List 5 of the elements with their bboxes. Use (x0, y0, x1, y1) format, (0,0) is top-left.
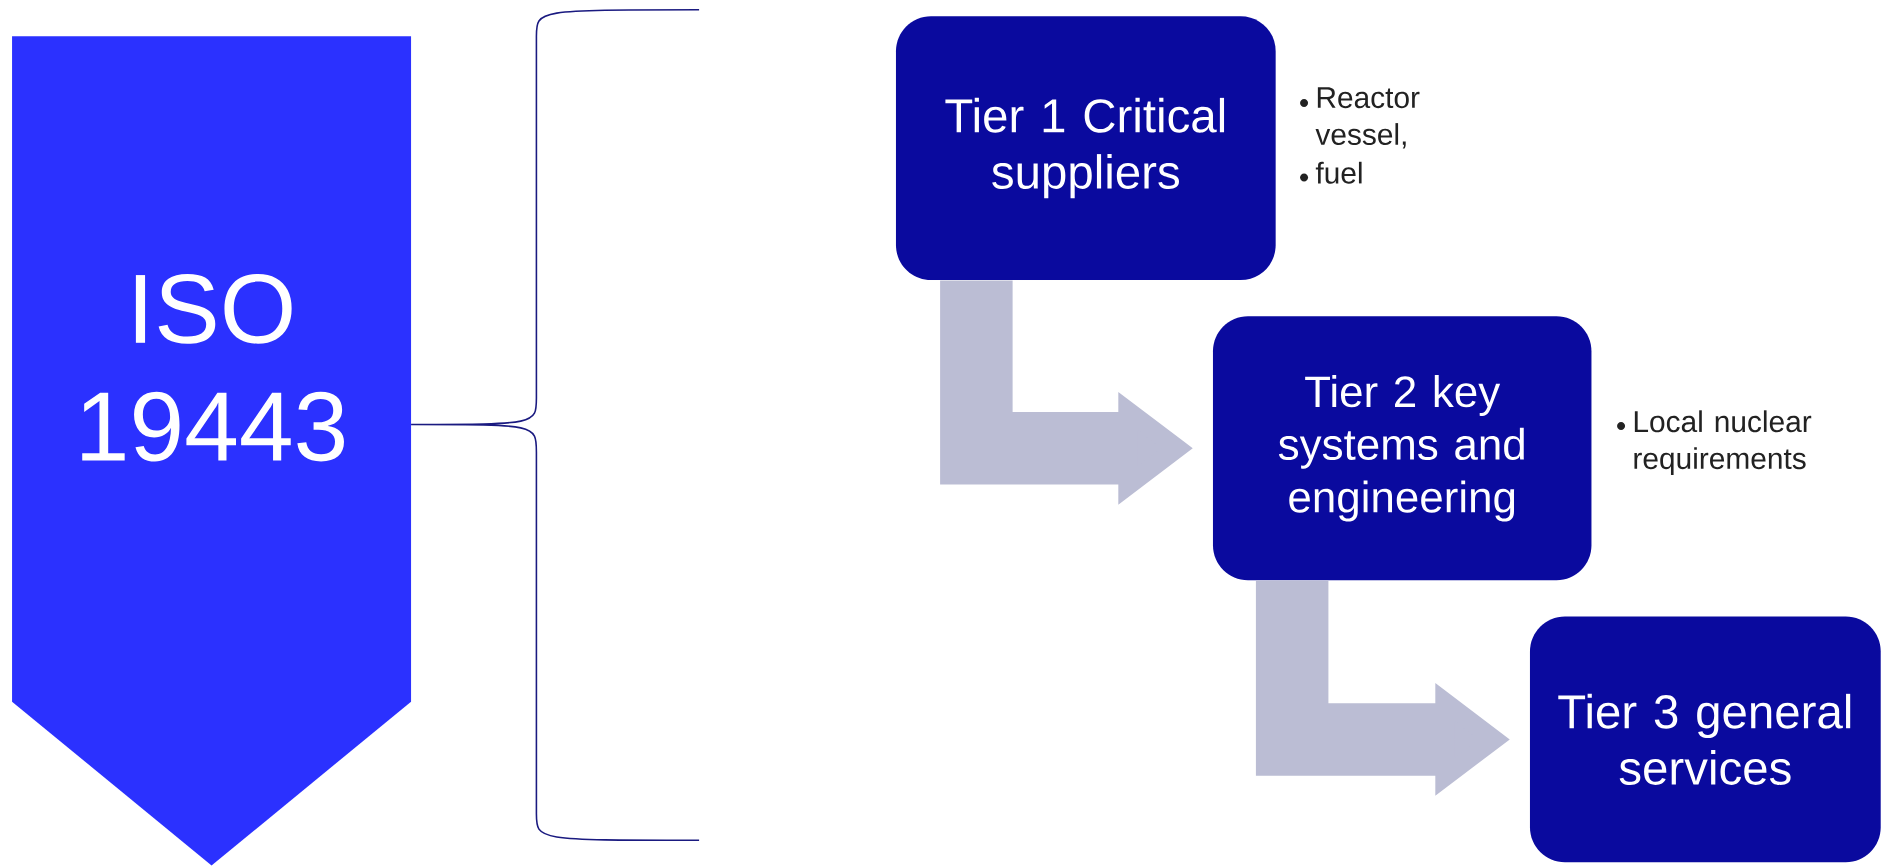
process-box: Tier 1 Critical suppliers (895, 16, 1276, 281)
process-box: Tier 2 key systems and engineering (1212, 316, 1592, 581)
process-box: Tier 3 general services (1529, 616, 1881, 863)
bullet-text: fuel (1315, 161, 1362, 184)
bullet-text: Local nuclear requirements (1634, 410, 1812, 476)
